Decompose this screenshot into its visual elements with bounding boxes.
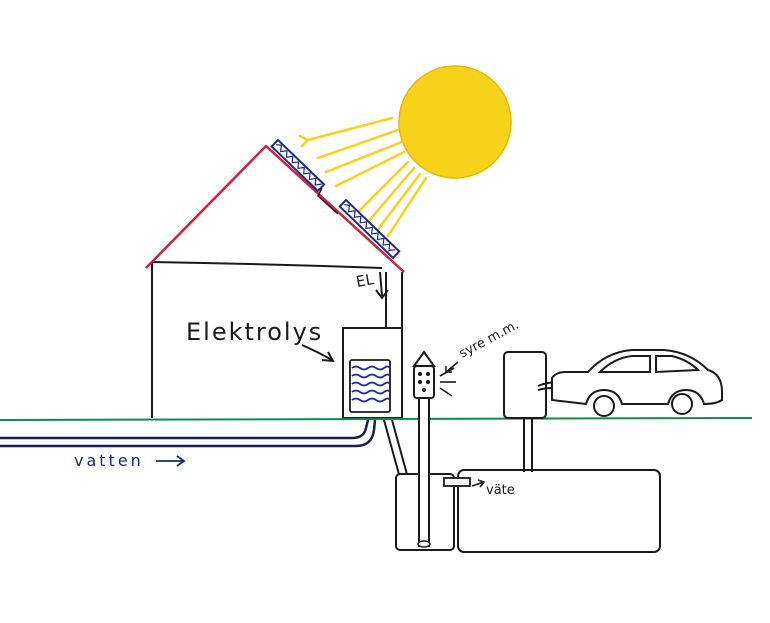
vatten-label: vatten bbox=[74, 451, 144, 470]
roof bbox=[145, 144, 405, 273]
el-label: EL bbox=[355, 270, 376, 291]
syre-arrow bbox=[445, 361, 459, 373]
elektrolys-arrow bbox=[301, 344, 335, 363]
underground-tank-right bbox=[457, 469, 661, 553]
vent-icon bbox=[412, 350, 456, 399]
ground-line bbox=[0, 417, 753, 421]
water-pipe bbox=[0, 419, 377, 448]
tank-connector bbox=[443, 477, 486, 488]
hydrogen-pipe bbox=[383, 419, 409, 479]
sun-rays bbox=[298, 116, 428, 238]
pump-pipe bbox=[523, 418, 533, 472]
vate-label: väte bbox=[486, 483, 515, 498]
electric-wire bbox=[375, 271, 389, 300]
sun-icon bbox=[398, 65, 512, 179]
car-icon bbox=[551, 349, 723, 417]
electrolyser-icon bbox=[342, 327, 403, 419]
vent-pipe bbox=[417, 397, 431, 548]
vatten-arrow bbox=[156, 455, 186, 467]
solar-panel-icon bbox=[270, 138, 401, 260]
elektrolys-label: Elektrolys bbox=[186, 318, 323, 346]
